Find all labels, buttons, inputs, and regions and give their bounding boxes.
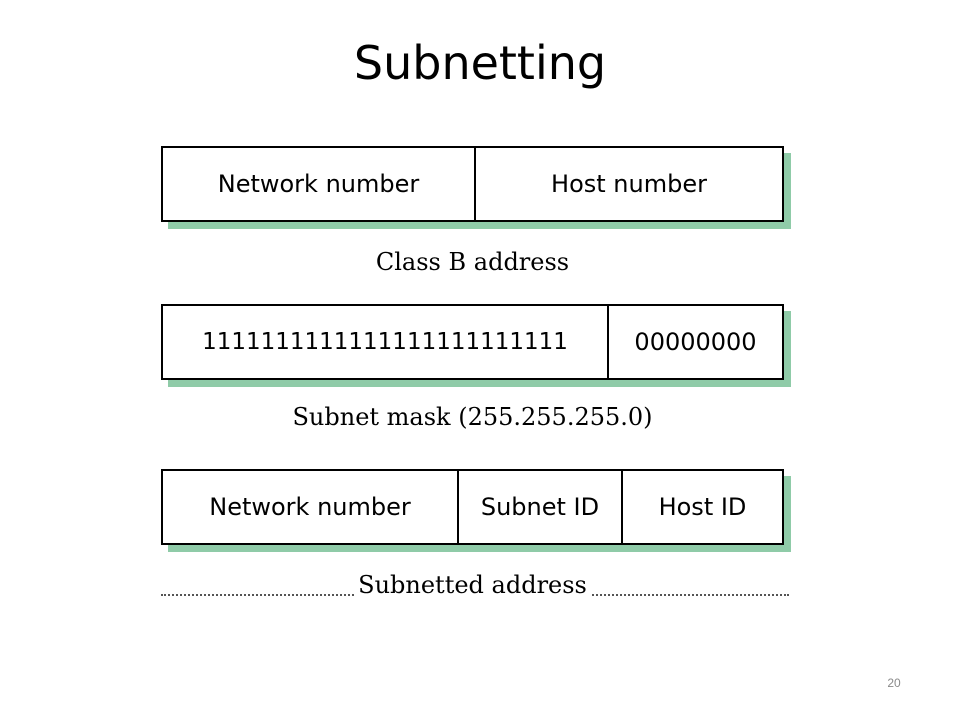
class-b-network-number-field: Network number — [217, 170, 420, 198]
subnet-mask-box: 1111111111111111111111111 00000000 — [161, 304, 784, 380]
subnet-mask-caption: Subnet mask (255.255.255.0) — [292, 403, 653, 431]
class-b-host-number-field: Host number — [474, 148, 782, 220]
subnet-mask-ones-field: 1111111111111111111111111 — [202, 329, 568, 355]
subnetted-address-caption: Subnetted address — [161, 570, 784, 600]
subnet-mask-zeros-field: 00000000 — [607, 306, 782, 378]
subnetted-subnet-id-field: Subnet ID — [457, 471, 621, 543]
class-b-address-caption: Class B address — [375, 248, 570, 276]
class-b-address-box: Network number Host number — [161, 146, 784, 222]
slide-title: Subnetting — [353, 36, 607, 90]
subnetted-host-id-field: Host ID — [621, 471, 782, 543]
page-number: 20 — [887, 676, 901, 690]
subnetted-address-caption-text: Subnetted address — [354, 571, 591, 599]
subnetted-address-box: Network number Subnet ID Host ID — [161, 469, 784, 545]
subnetted-network-number-field: Network number — [209, 493, 411, 521]
